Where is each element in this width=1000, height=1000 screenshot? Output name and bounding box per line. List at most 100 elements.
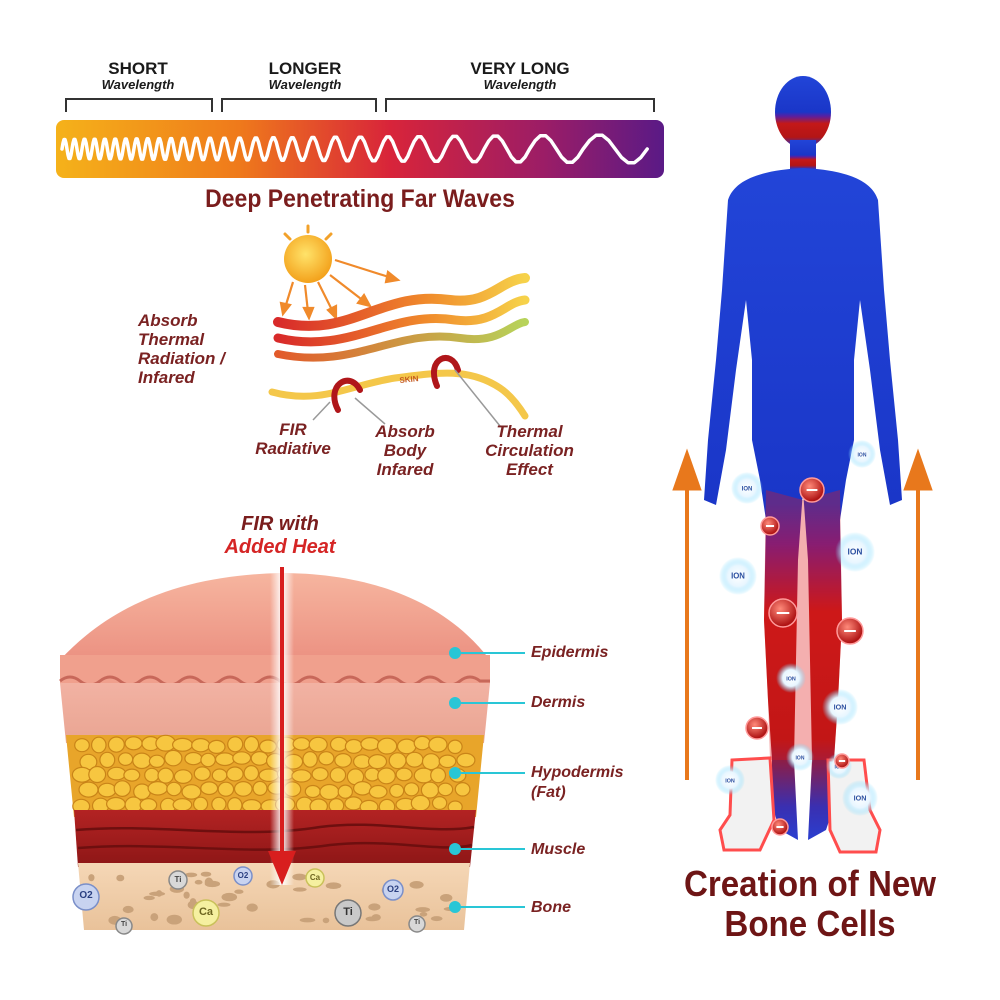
fat-cell [302,750,318,768]
fat-cell [226,766,244,782]
ion-particle [731,472,763,504]
hypodermis-label: Hypodermis (Fat) [531,764,624,801]
bone-pore [221,892,238,902]
short-label: SHORT [108,59,168,78]
absorb-illustration [268,224,530,427]
ion-particle [719,557,757,595]
bone-pore [217,902,231,907]
fat-cell [227,736,244,753]
fat-cell [164,749,183,767]
fat-cell [438,754,457,769]
fat-cell [311,767,329,782]
fat-cell [157,767,174,784]
bone-pore [371,914,381,921]
fat-cell [447,739,463,755]
bone-pore [204,877,214,887]
fat-cell [200,781,219,796]
thermal-circulation-label: Thermal Circulation Effect [485,422,574,479]
fat-cell [389,783,405,798]
upward-arrows [672,448,933,780]
skin-cross-section [59,565,525,930]
bone-pore [292,887,307,892]
very-long-label: VERY LONG [470,59,570,78]
bone-pore [88,874,95,882]
fat-cell [88,765,107,784]
absorb-radiation-label: Absorb Thermal Radiation / Infared [138,311,225,387]
fat-cell [113,780,132,798]
wavelength-bar [56,98,664,178]
fat-cell [252,780,268,796]
fat-cell [74,738,90,753]
fat-cell [428,736,448,753]
body-silhouette [704,76,902,840]
bone-pore [325,882,342,889]
ion-label: ION [731,572,745,581]
ion-label: ION [858,453,867,459]
wavelength-section: SHORT Wavelength LONGER Wavelength VERY … [0,0,680,220]
bone-pore [419,912,428,917]
bone-pore [292,873,307,881]
ion-particle [842,780,878,816]
mineral-ti-4 [408,915,426,933]
fat-cell [217,781,235,797]
bone-pore [185,872,198,878]
ion-label: ION [725,779,735,785]
wavelength-caption: Deep Penetrating Far Waves [205,185,515,213]
bone-pore [368,903,381,911]
fat-cell [437,782,454,797]
epidermis-label: Epidermis [531,644,609,661]
mineral-ti-3 [115,917,133,935]
fat-cell [166,781,182,797]
fat-cell [193,766,211,782]
mineral-ti-2 [334,899,362,927]
fat-cell [456,752,476,768]
ion-particles: IONIONIONIONIONIONIONIONIONION [715,440,878,836]
ion-particle [848,440,876,468]
fat-cell [368,784,388,799]
bone-pore [150,913,159,922]
ion-particle [822,689,858,725]
fat-cell [337,784,353,799]
bone-pore [322,917,330,924]
bone-pore [194,879,203,885]
ion-label: ION [786,677,796,683]
bone-pore [143,895,155,901]
bone-pore [299,917,316,923]
fat-cell [243,765,260,782]
dermis-label: Dermis [531,694,586,711]
fat-cell [308,736,328,753]
very-long-sub-label: Wavelength [483,77,557,92]
fat-cell [395,767,413,782]
sun-ray-arrows [279,258,401,321]
fat-cell [431,796,448,811]
wavelength-brackets [65,98,655,112]
bone-pore [415,907,431,913]
ion-label: ION [834,703,847,712]
fat-cell [91,736,107,754]
bone-pore [122,905,134,914]
fat-cell [334,752,353,768]
ion-particle [835,532,875,572]
bone-pore [200,871,212,877]
mineral-ca-2 [192,899,220,927]
fir-hook-icons [331,355,461,413]
ion-particle [776,663,806,693]
ion-label: ION [854,794,867,803]
bone-pore [183,891,190,899]
fat-cell [243,735,260,753]
creation-title: Creation of New Bone Cells [683,863,937,944]
fat-cell [233,780,253,797]
fat-cell [173,769,193,785]
heat-wave-ribbons [273,273,530,362]
ion-particle [715,765,745,795]
fir-heading: FIR with Added Heat [224,513,336,558]
human-body-illustration: IONIONIONIONIONIONIONIONIONION [672,76,933,854]
bone-pore [234,889,244,894]
ion-label: ION [848,547,863,557]
fat-cell [207,739,226,754]
fat-cell [376,737,398,755]
fat-cell [107,736,125,753]
bone-pore [430,916,443,922]
bone-pore [149,891,166,896]
mineral-ca-1 [305,868,325,888]
